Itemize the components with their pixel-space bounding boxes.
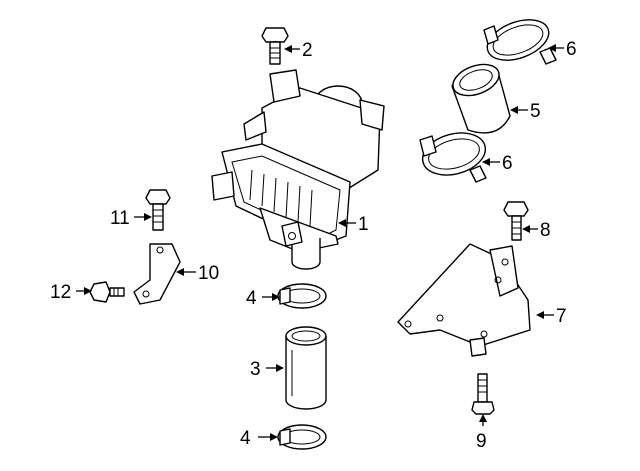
callout-10: 10	[198, 263, 219, 284]
callout-2: 2	[302, 40, 313, 61]
callout-4-lower: 4	[240, 428, 251, 449]
callout-7: 7	[556, 306, 567, 327]
callout-4-upper: 4	[246, 288, 257, 309]
hose-clamp-icon	[277, 283, 327, 309]
mounting-bracket-icon	[397, 243, 531, 357]
bolt-icon	[145, 189, 171, 231]
callout-9: 9	[476, 431, 487, 452]
hose-clamp-icon	[483, 19, 557, 65]
bolt-icon	[503, 201, 529, 241]
bolt-icon	[261, 27, 289, 65]
bolt-icon	[471, 373, 495, 415]
callout-3: 3	[250, 359, 261, 380]
intake-hose-icon	[285, 326, 327, 410]
callout-8: 8	[540, 220, 551, 241]
callout-6-upper: 6	[566, 39, 577, 60]
leader-lines	[76, 44, 564, 441]
callout-5: 5	[530, 101, 541, 122]
air-cleaner-housing-icon	[211, 69, 385, 270]
callout-1: 1	[358, 214, 369, 235]
support-bracket-icon	[133, 243, 181, 305]
callout-6-lower: 6	[502, 153, 513, 174]
duct-sleeve-icon	[451, 63, 511, 134]
stud-bolt-icon	[89, 281, 125, 303]
callout-11: 11	[110, 208, 130, 229]
hose-clamp-icon	[277, 424, 327, 450]
callout-12: 12	[50, 282, 71, 303]
hose-clamp-icon	[419, 132, 487, 183]
